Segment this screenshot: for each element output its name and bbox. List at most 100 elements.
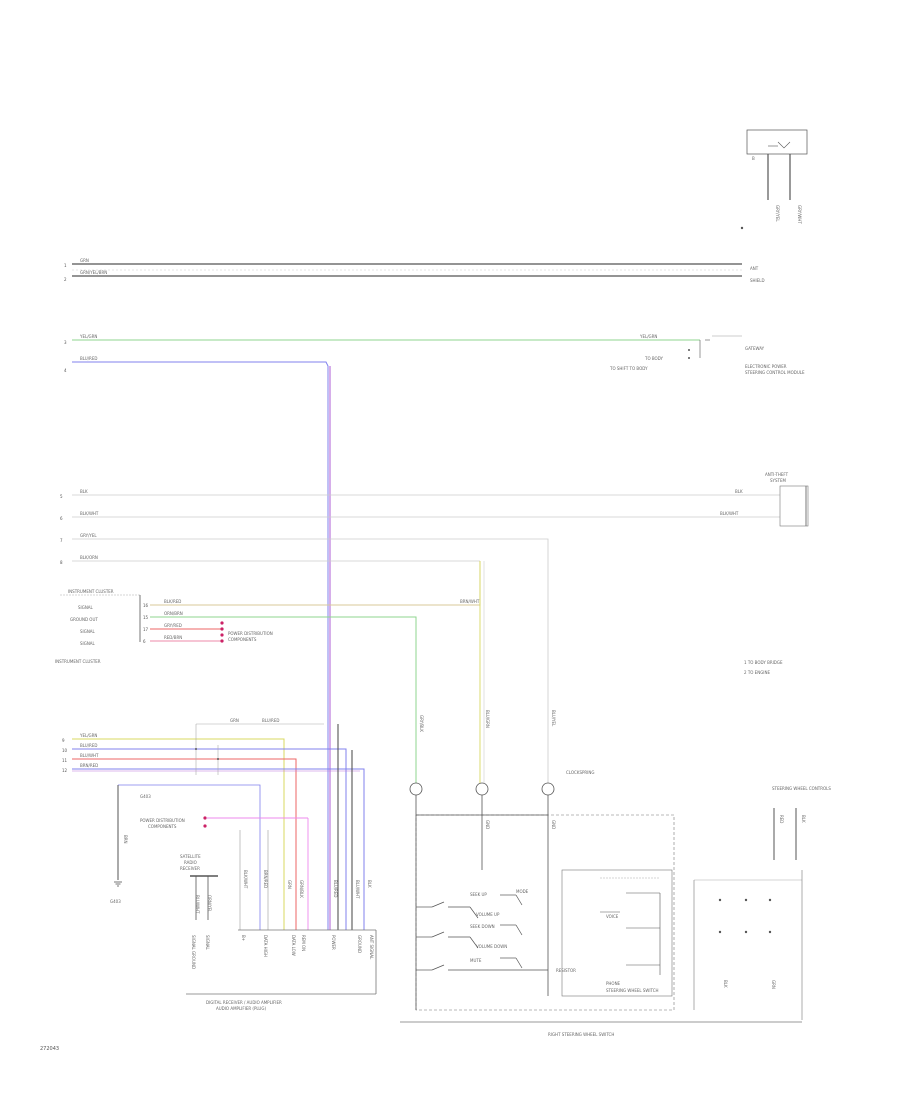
svg-text:INSTRUMENT CLUSTER: INSTRUMENT CLUSTER	[68, 589, 114, 594]
svg-text:1: 1	[64, 263, 67, 268]
svg-text:4: 4	[64, 368, 67, 373]
svg-text:ELECTRONIC POWER: ELECTRONIC POWER	[745, 364, 787, 369]
svg-text:BRN/WHT: BRN/WHT	[460, 599, 480, 604]
svg-text:VOLUME DOWN: VOLUME DOWN	[476, 944, 507, 949]
svg-text:AUDIO AMPLIFIER (PLUG): AUDIO AMPLIFIER (PLUG)	[216, 1006, 266, 1011]
svg-text:ANT SIGNAL: ANT SIGNAL	[369, 935, 374, 960]
svg-text:3: 3	[64, 340, 67, 345]
svg-text:BRN/RED: BRN/RED	[263, 870, 268, 888]
svg-text:SIGNAL GROUND: SIGNAL GROUND	[191, 935, 196, 969]
svg-text:6: 6	[60, 516, 63, 521]
svg-text:BLK: BLK	[723, 980, 728, 988]
svg-text:GRN: GRN	[230, 718, 239, 723]
svg-text:BLK: BLK	[801, 815, 806, 823]
steering-section: GRY/BLK BLU/GRN BLU/YEL CLOCKSPRING GND …	[400, 710, 831, 1037]
svg-text:17: 17	[143, 627, 149, 632]
svg-text:ORN/BRN: ORN/BRN	[164, 611, 183, 616]
svg-text:POWER: POWER	[331, 935, 336, 950]
svg-text:BLK/WHT: BLK/WHT	[720, 511, 739, 516]
svg-text:GND: GND	[551, 820, 556, 829]
svg-text:BLU/WHT: BLU/WHT	[355, 880, 360, 899]
instrument-cluster-title: INSTRUMENT CLUSTER	[55, 659, 101, 664]
svg-text:RESISTOR: RESISTOR	[556, 968, 576, 973]
antenna-connector: B GRY/YEL GRY/WHT	[740, 129, 808, 230]
green-wire-right-label: YEL/GRN	[639, 334, 657, 339]
svg-text:BLK/WHT: BLK/WHT	[80, 511, 99, 516]
svg-text:G403: G403	[140, 794, 151, 799]
bus-right-label-2: SHIELD	[750, 278, 765, 283]
svg-text:BLU/RED: BLU/RED	[80, 743, 97, 748]
antenna-pin-label: B	[752, 156, 755, 161]
svg-text:REM ON: REM ON	[301, 935, 306, 951]
svg-text:GROUND: GROUND	[357, 935, 362, 953]
instrument-cluster: INSTRUMENT CLUSTER SIGNAL GROUND OUT SIG…	[55, 561, 485, 790]
svg-text:GND: GND	[485, 820, 490, 829]
blue-wire-label: BLU/RED	[80, 356, 97, 361]
svg-text:BLU/GRN: BLU/GRN	[485, 710, 490, 728]
svg-text:RADIO: RADIO	[184, 860, 197, 865]
bus-right-label-1: ANT	[750, 266, 759, 271]
svg-text:COMPONENTS: COMPONENTS	[148, 824, 177, 829]
svg-text:TO SHIFT TO BODY: TO SHIFT TO BODY	[609, 366, 648, 371]
svg-text:PHONE: PHONE	[606, 981, 621, 986]
svg-text:2: 2	[64, 277, 67, 282]
svg-text:SIGNAL: SIGNAL	[78, 605, 94, 610]
svg-text:BLU/WHT: BLU/WHT	[80, 753, 99, 758]
top-bus: 1 2 GRN GRN/YEL/BRN ANT SHIELD	[64, 258, 765, 283]
svg-text:YEL/GRN: YEL/GRN	[79, 733, 97, 738]
svg-text:SIGNAL: SIGNAL	[80, 629, 96, 634]
svg-text:BLU/YEL: BLU/YEL	[551, 710, 556, 727]
svg-text:GRY/BLK: GRY/BLK	[419, 715, 424, 732]
svg-text:6: 6	[143, 639, 146, 644]
svg-text:RED: RED	[779, 815, 784, 823]
svg-text:BLU/RED: BLU/RED	[262, 718, 279, 723]
ground-symbol-icon	[114, 881, 122, 887]
svg-text:BLK/ORN: BLK/ORN	[80, 555, 98, 560]
svg-text:POWER DISTRIBUTION: POWER DISTRIBUTION	[228, 631, 273, 636]
svg-text:5: 5	[60, 494, 63, 499]
svg-text:ANTI-THEFT: ANTI-THEFT	[765, 472, 789, 477]
svg-text:12: 12	[62, 768, 68, 773]
svg-text:BLK: BLK	[80, 489, 88, 494]
svg-text:GRY/RED: GRY/RED	[164, 623, 182, 628]
svg-text:VOICE: VOICE	[606, 914, 619, 919]
svg-text:SIGNAL: SIGNAL	[80, 641, 96, 646]
bus-wire-2: GRN/YEL/BRN	[80, 270, 107, 275]
lower-left-audio: 9 10 11 12 YEL/GRN BLU/RED BLU/WHT BRN/R…	[62, 718, 377, 1011]
wire-group-2: 5 6 7 8 BLK BLK/WHT GRY/YEL BLK/ORN BLK …	[60, 472, 809, 790]
antenna-label-a: GRY/YEL	[775, 205, 780, 222]
svg-text:MUTE: MUTE	[470, 958, 482, 963]
svg-text:SEEK UP: SEEK UP	[470, 892, 487, 897]
switch-contact-icon	[416, 894, 548, 971]
svg-text:BLK: BLK	[367, 880, 372, 888]
svg-text:STEERING WHEEL CONTROLS: STEERING WHEEL CONTROLS	[772, 786, 831, 791]
svg-text:RECEIVER: RECEIVER	[180, 866, 200, 871]
svg-text:GATEWAY: GATEWAY	[745, 346, 765, 351]
svg-text:BRN/RED: BRN/RED	[80, 763, 98, 768]
svg-text:SEEK DOWN: SEEK DOWN	[470, 924, 495, 929]
antenna-label-b: GRY/WHT	[797, 205, 802, 224]
svg-text:SIGNAL: SIGNAL	[205, 935, 210, 951]
svg-text:DATA LOW: DATA LOW	[291, 935, 296, 956]
svg-text:11: 11	[62, 758, 68, 763]
svg-text:B+: B+	[241, 935, 246, 941]
connector-circle-icon	[409, 782, 555, 796]
svg-text:COMPONENTS: COMPONENTS	[228, 637, 257, 642]
svg-text:BLU/RED: BLU/RED	[333, 880, 338, 897]
svg-text:GRN: GRN	[287, 880, 292, 889]
svg-text:2 TO ENGINE: 2 TO ENGINE	[744, 670, 770, 675]
svg-text:GROUND OUT: GROUND OUT	[70, 617, 98, 622]
svg-text:STEERING CONTROL MODULE: STEERING CONTROL MODULE	[745, 370, 805, 375]
svg-text:GRN: GRN	[771, 980, 776, 989]
svg-text:STEERING WHEEL SWITCH: STEERING WHEEL SWITCH	[606, 988, 659, 993]
svg-text:POWER DISTRIBUTION: POWER DISTRIBUTION	[140, 818, 185, 823]
svg-text:SYSTEM: SYSTEM	[770, 478, 786, 483]
svg-text:GRN/BLK: GRN/BLK	[299, 880, 304, 898]
svg-text:GRY/YEL: GRY/YEL	[80, 533, 97, 538]
svg-text:10: 10	[62, 748, 68, 753]
svg-text:16: 16	[143, 603, 149, 608]
svg-text:TO BODY: TO BODY	[644, 356, 664, 361]
legend: 1 TO BODY BRIDGE 2 TO ENGINE	[744, 660, 783, 675]
green-wire-left-label: YEL/GRN	[79, 334, 97, 339]
